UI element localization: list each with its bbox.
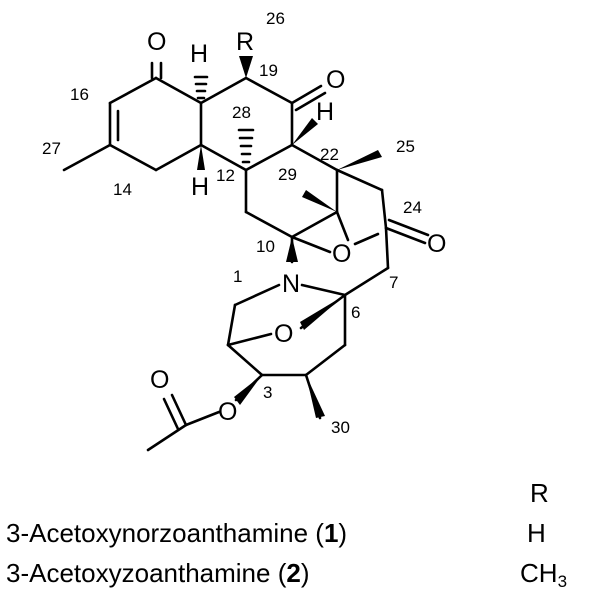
locant-29: 29	[278, 165, 297, 184]
bridge-oxygen: O	[274, 320, 293, 348]
compound-name-close: )	[338, 518, 348, 548]
ring-a-bonds	[62, 61, 203, 172]
r-substituent: R	[236, 28, 254, 56]
compound-number: 1	[323, 518, 339, 548]
nitrogen: N	[282, 270, 300, 298]
legend-r-header: R	[530, 478, 549, 508]
locant-14: 14	[113, 180, 132, 199]
locant-16: 16	[70, 85, 89, 104]
locant-25: 25	[396, 137, 415, 156]
acetate-ester-oxygen: O	[218, 398, 237, 426]
locant-10: 10	[256, 237, 275, 256]
acetate-carbonyl-oxygen: O	[150, 366, 169, 394]
locant-19: 19	[259, 61, 278, 80]
compound-number: 2	[286, 558, 301, 588]
locant-3: 3	[263, 383, 272, 402]
hydrogen-c11: H	[190, 40, 208, 68]
locant-26: 26	[266, 9, 285, 28]
compound-legend: R 3-Acetoxynorzoanthamine (1) H 3-Acetox…	[0, 470, 600, 600]
ether-oxygen: O	[332, 240, 351, 268]
compound-name-close: )	[300, 558, 310, 588]
locant-12: 12	[216, 166, 235, 185]
legend-row-compound-1: 3-Acetoxynorzoanthamine (1) H	[6, 518, 546, 549]
hydrogen-c13: H	[191, 173, 209, 201]
hydrogen-c21: H	[316, 98, 334, 126]
locant-30: 30	[331, 418, 350, 437]
r-value: H	[527, 518, 546, 548]
top-ketone-oxygen: O	[147, 28, 166, 56]
legend-row-compound-2: 3-Acetoxyzoanthamine (2) CH3	[6, 558, 567, 591]
locant-27: 27	[42, 139, 61, 158]
hashed-bonds	[193, 75, 255, 164]
ring-b-bonds	[199, 76, 327, 172]
locant-28: 28	[232, 103, 251, 122]
locant-24: 24	[403, 198, 422, 217]
r-value: CH3	[520, 558, 568, 591]
locant-6: 6	[351, 303, 360, 322]
locant-1: 1	[233, 267, 242, 286]
compound-name: 3-Acetoxynorzoanthamine (	[6, 518, 324, 548]
c24-ketone-oxygen: O	[427, 230, 446, 258]
zoanthamine-structure: O O O O O O O N H H H R 26 19 16 28 27 2…	[42, 9, 446, 452]
locant-22: 22	[320, 145, 339, 164]
c20-ketone-oxygen: O	[326, 66, 345, 94]
ring-c-bonds	[244, 143, 430, 297]
locant-7: 7	[389, 273, 398, 292]
compound-name: 3-Acetoxyzoanthamine (	[6, 558, 287, 588]
wedge-bonds	[197, 56, 382, 418]
